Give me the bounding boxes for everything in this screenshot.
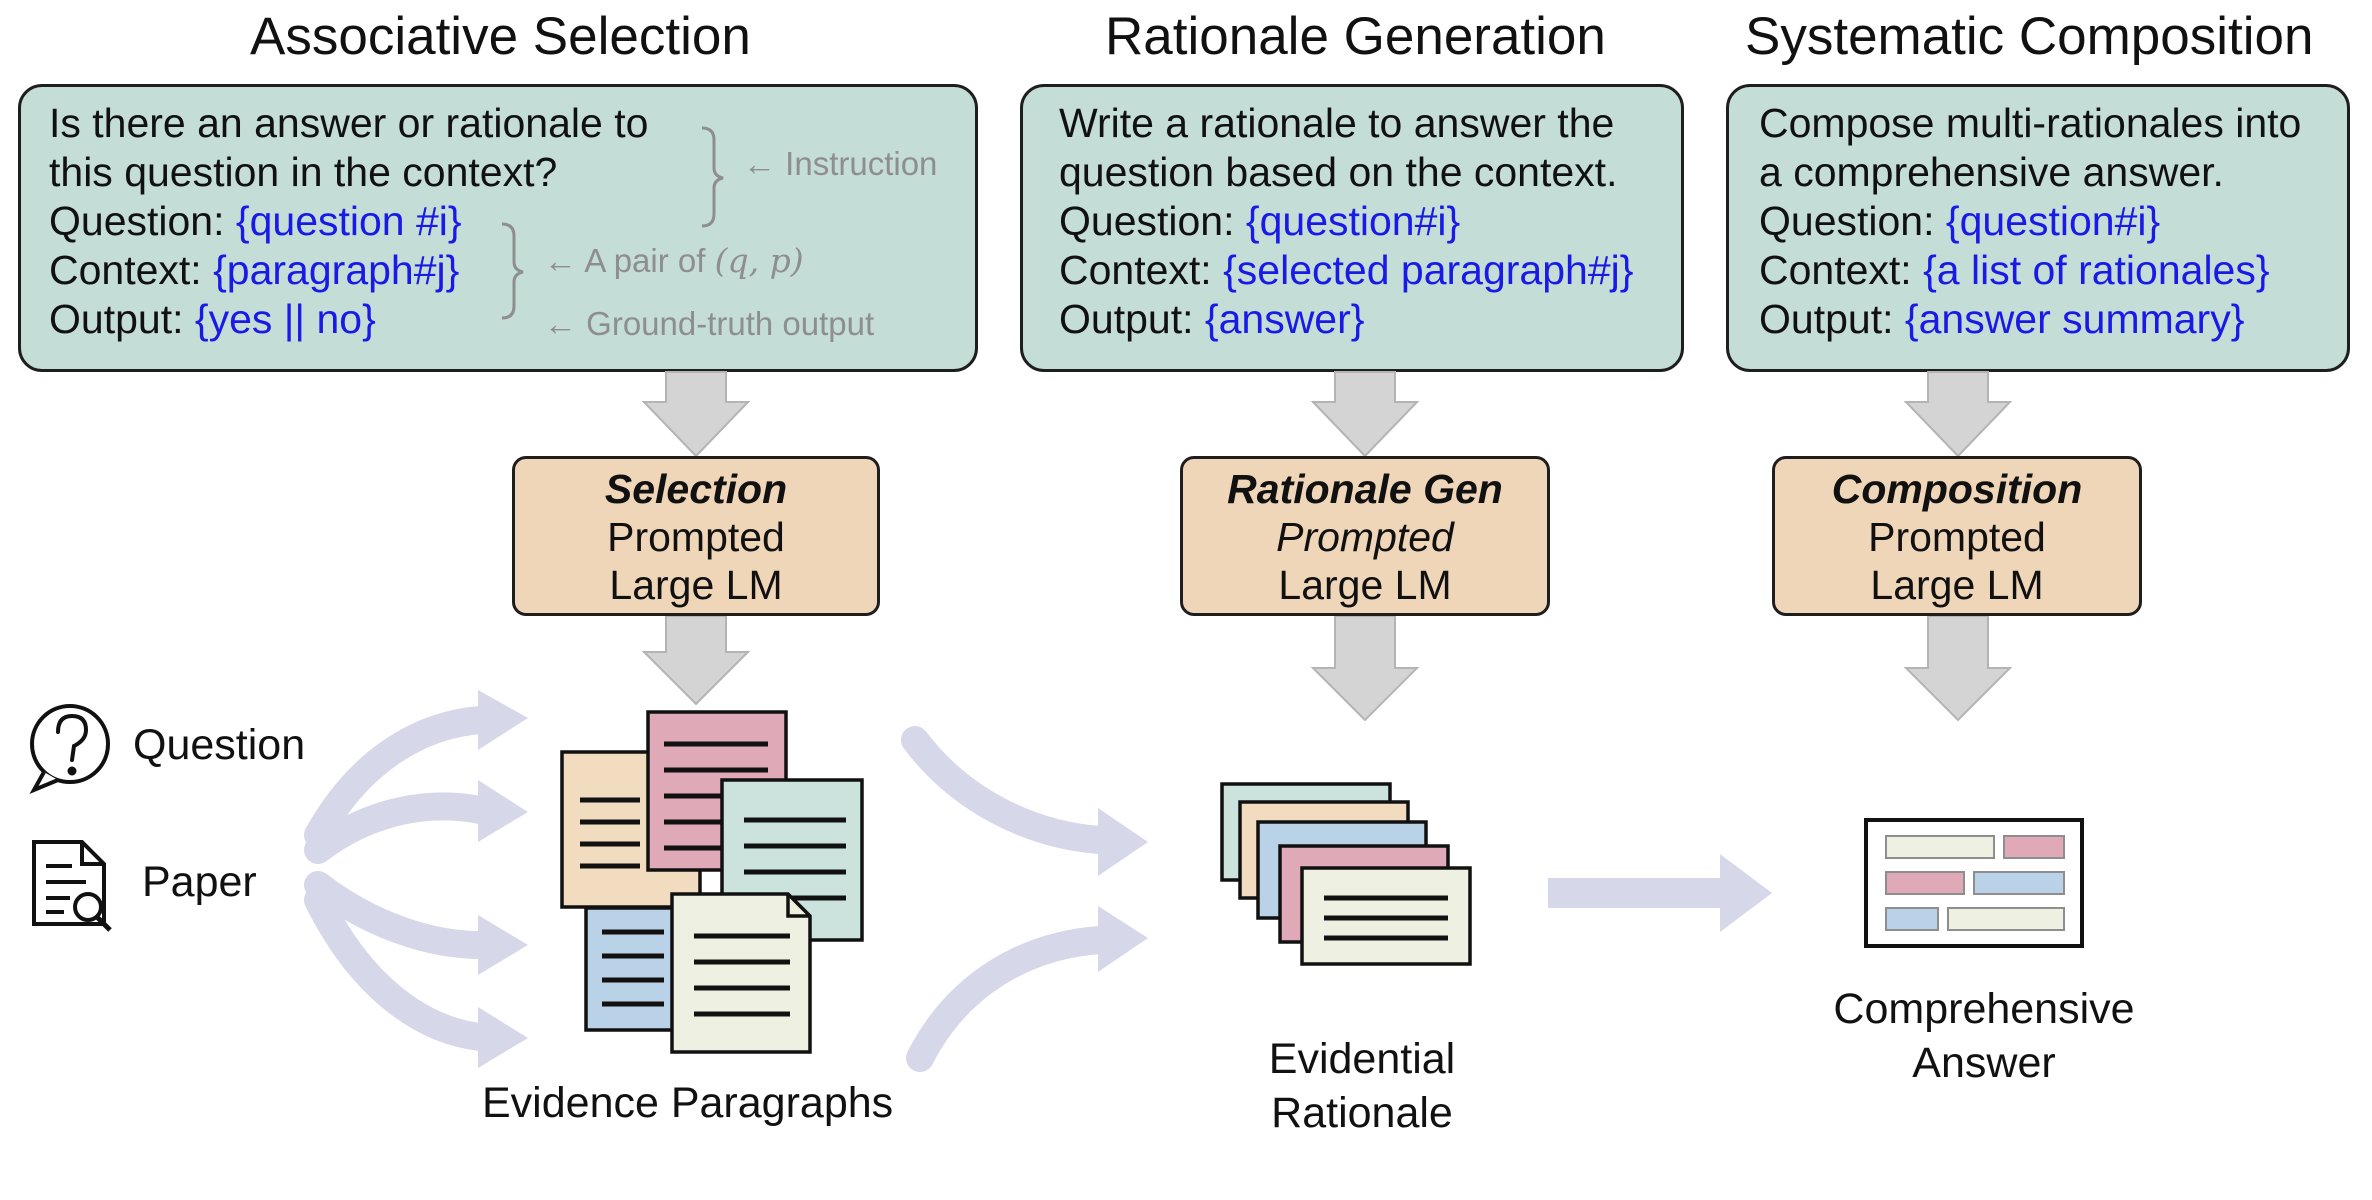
doc-cream: [670, 892, 812, 1054]
question-value: {question #i}: [235, 198, 462, 244]
context-label: Context:: [49, 247, 202, 293]
question-bubble-icon: [29, 704, 110, 795]
flow-head-5: [1098, 808, 1148, 876]
prompt-question-row: Question: {question#i}: [1759, 197, 2160, 246]
annotation-ground-truth: ← Ground-truth output: [544, 305, 875, 342]
output-value: {yes || no}: [194, 296, 376, 342]
answer-panel: [1864, 818, 2084, 948]
evidence-paragraphs-label: Evidence Paragraphs: [482, 1079, 894, 1127]
question-value: {question#i}: [1245, 198, 1461, 244]
comprehensive-answer-line2: Answer: [1912, 1039, 2056, 1087]
flow-head-1: [478, 690, 528, 750]
evidence-documents: [560, 710, 864, 1054]
down-arrow-3a: [1903, 371, 2013, 458]
input-question-label: Question: [133, 721, 306, 769]
annotation-instruction: ← Instruction: [743, 145, 938, 182]
prompt-instruction-line2: a comprehensive answer.: [1759, 149, 2224, 195]
paper-search-icon: [32, 840, 112, 932]
down-arrow-2a: [1310, 371, 1420, 458]
context-label: Context:: [1059, 247, 1212, 293]
evidential-rationale-label: Evidential Rationale: [1222, 1032, 1502, 1140]
question-label: Question:: [1059, 198, 1235, 244]
prompt-output-row: Output: {answer}: [1059, 295, 1364, 344]
prompt-box-selection: Is there an answer or rationale to this …: [18, 84, 978, 372]
flow-curve-4: [304, 886, 494, 1051]
flow-head-2: [478, 780, 528, 842]
instruction-brace: [701, 126, 724, 228]
comprehensive-answer-label: Comprehensive Answer: [1804, 982, 2164, 1090]
context-label: Context:: [1759, 247, 1912, 293]
context-value: {paragraph#j}: [213, 247, 460, 293]
prompt-context-row: Context: {a list of rationales}: [1759, 246, 2270, 295]
output-label: Output:: [49, 296, 184, 342]
prompt-output-row: Output: {answer summary}: [1759, 295, 2244, 344]
stage-title-selection: Associative Selection: [250, 7, 751, 66]
prompt-instruction-line1: Write a rationale to answer the: [1059, 100, 1615, 146]
flow-curve-2: [304, 792, 494, 864]
flow-head-4: [478, 1007, 528, 1068]
pair-brace: [501, 222, 524, 320]
annotation-pair-text: ← A pair of: [544, 242, 706, 279]
down-arrow-1a: [641, 371, 751, 458]
question-label: Question:: [49, 198, 225, 244]
flow-curve-6: [906, 926, 1114, 1072]
model-line3: Large LM: [1278, 562, 1452, 608]
flow-head-3: [478, 915, 528, 975]
prompt-instruction-line1: Is there an answer or rationale to: [49, 100, 649, 146]
context-value: {a list of rationales}: [1923, 247, 2270, 293]
model-name: Selection: [604, 466, 788, 512]
evidential-rationale-line2: Rationale: [1271, 1089, 1453, 1137]
model-line3: Large LM: [1870, 562, 2044, 608]
stage-title-composition: Systematic Composition: [1745, 7, 2314, 66]
down-arrow-1b: [641, 615, 751, 706]
model-line2: Prompted: [1868, 514, 2046, 560]
evidential-rationale-line1: Evidential: [1268, 1035, 1456, 1083]
model-name: Composition: [1831, 466, 2083, 512]
straight-arrow-to-answer: [1548, 854, 1772, 932]
output-label: Output:: [1059, 296, 1194, 342]
prompt-box-rationale: Write a rationale to answer the question…: [1020, 84, 1684, 372]
model-line2: Prompted: [607, 514, 785, 560]
down-arrow-2b: [1310, 615, 1420, 722]
prompt-context-row: Context: {selected paragraph#j}: [1059, 246, 1633, 295]
prompt-question-row: Question: {question #i}: [49, 197, 462, 246]
prompt-instruction-line2: this question in the context?: [49, 149, 558, 195]
annotation-braces: [501, 126, 724, 320]
prompt-output-row: Output: {yes || no}: [49, 295, 376, 344]
prompt-instruction-line2: question based on the context.: [1059, 149, 1618, 195]
model-line2: Prompted: [1276, 514, 1454, 560]
prompt-context-row: Context: {paragraph#j}: [49, 246, 459, 295]
context-value: {selected paragraph#j}: [1223, 247, 1634, 293]
output-value: {answer summary}: [1904, 296, 2245, 342]
model-box-composition: Composition Prompted Large LM: [1772, 456, 2142, 616]
question-label: Question:: [1759, 198, 1935, 244]
flow-curve-1: [304, 706, 494, 849]
prompt-question-row: Question: {question#i}: [1059, 197, 1460, 246]
flow-curve-5: [901, 726, 1114, 854]
down-arrow-3b: [1903, 615, 2013, 722]
annotation-pair: ← A pair of (q, p): [544, 241, 804, 280]
prompt-instruction-line1: Compose multi-rationales into: [1759, 100, 2302, 146]
output-value: {answer}: [1204, 296, 1365, 342]
question-value: {question#i}: [1945, 198, 2161, 244]
prompt-box-composition: Compose multi-rationales into a comprehe…: [1726, 84, 2350, 372]
output-label: Output:: [1759, 296, 1894, 342]
flow-curve-3: [304, 871, 494, 959]
rationale-cards: [1220, 782, 1472, 966]
input-paper-label: Paper: [142, 858, 257, 906]
model-name: Rationale Gen: [1227, 466, 1503, 512]
model-box-selection: Selection Prompted Large LM: [512, 456, 880, 616]
comprehensive-answer-line1: Comprehensive: [1833, 985, 2135, 1033]
stage-title-rationale: Rationale Generation: [1105, 7, 1606, 66]
model-line3: Large LM: [609, 562, 783, 608]
flow-head-6: [1098, 906, 1148, 972]
annotation-pair-math: (q, p): [714, 241, 804, 280]
model-box-rationale: Rationale Gen Prompted Large LM: [1180, 456, 1550, 616]
